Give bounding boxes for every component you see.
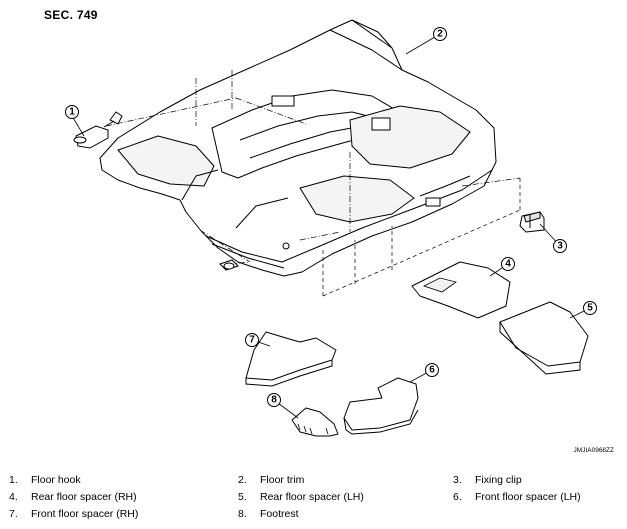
floor-hook-part: [73, 111, 123, 149]
legend-number: 5.: [238, 491, 247, 503]
callout-7: 7: [245, 333, 259, 347]
rear-floor-spacer-rh-part: [411, 261, 511, 319]
callout-2-circle: [433, 27, 447, 41]
rear-floor-spacer-rh-recess: [422, 277, 457, 293]
parts-legend: 1.Floor hook 2.Floor trim 3.Fixing clip …: [0, 470, 627, 526]
callout-1-number: 1: [69, 107, 75, 118]
legend-number: 4.: [9, 491, 18, 503]
callout-8-number: 8: [271, 395, 277, 406]
callout-6-circle: [425, 363, 439, 377]
callout-4-circle: [501, 257, 515, 271]
callout-4: 4: [501, 257, 515, 271]
callout-4-number: 4: [505, 259, 511, 270]
figure-reference: JMJIA0968ZZ: [574, 447, 614, 454]
callout-5: 5: [583, 301, 597, 315]
legend-number: 6.: [453, 491, 462, 503]
legend-item-4: 4. Rear floor spacer (RH): [9, 491, 137, 503]
callout-2: 2: [433, 27, 447, 41]
callout-8-circle: [267, 393, 281, 407]
callout-6: 6: [425, 363, 439, 377]
footrest-detail: [297, 423, 329, 435]
legend-item-6: 6. Front floor spacer (LH): [453, 491, 581, 503]
rear-floor-spacer-lh-edge: [499, 322, 581, 375]
callout-8: 8: [267, 393, 281, 407]
callout-1: 1: [65, 105, 79, 119]
callout-1-circle: [65, 105, 79, 119]
callout-7-circle: [245, 333, 259, 347]
projection-lines: [322, 178, 521, 297]
legend-number: 7.: [9, 508, 18, 520]
fixing-clip-part: [519, 211, 545, 233]
legend-label: Footrest: [260, 508, 299, 520]
callout-5-circle: [583, 301, 597, 315]
legend-item-8: 8. Footrest: [238, 508, 299, 520]
legend-label: Floor hook: [31, 474, 81, 486]
rear-floor-spacer-lh-part: [499, 301, 589, 367]
legend-label: Rear floor spacer (RH): [31, 491, 137, 503]
footrest-part: [291, 407, 339, 437]
legend-label: Floor trim: [260, 474, 305, 486]
callout-3: 3: [553, 239, 567, 253]
callout-3-circle: [553, 239, 567, 253]
legend-item-5: 5. Rear floor spacer (LH): [238, 491, 364, 503]
trim-clip-part: [219, 242, 290, 271]
legend-number: 1.: [9, 474, 18, 486]
section-title: SEC. 749: [44, 8, 98, 22]
front-floor-spacer-lh-edge: [343, 409, 419, 435]
legend-item-7: 7. Front floor spacer (RH): [9, 508, 138, 520]
legend-label: Fixing clip: [475, 474, 522, 486]
front-floor-spacer-rh-edge: [245, 360, 333, 387]
floor-trim-part: [99, 19, 497, 277]
legend-label: Rear floor spacer (LH): [260, 491, 364, 503]
callout-6-number: 6: [429, 365, 435, 376]
legend-number: 2.: [238, 474, 247, 486]
legend-label: Front floor spacer (RH): [31, 508, 139, 520]
legend-label: Front floor spacer (LH): [475, 491, 581, 503]
alignment-lines: [105, 70, 521, 265]
legend-number: 3.: [453, 474, 462, 486]
front-floor-spacer-lh-part: [343, 377, 419, 431]
callout-3-number: 3: [557, 241, 563, 252]
legend-item-3: 3. Fixing clip: [453, 474, 522, 486]
front-floor-spacer-rh-part: [245, 331, 337, 381]
exploded-parts-diagram: 1 2 3 4 5 6 7 8 JMJIA0968ZZ: [65, 19, 614, 454]
legend-item-2: 2. Floor trim: [238, 474, 304, 486]
callout-5-number: 5: [587, 303, 593, 314]
legend-item-1: 1. Floor hook: [9, 474, 81, 486]
callout-2-number: 2: [437, 29, 443, 40]
legend-number: 8.: [238, 508, 247, 520]
callout-7-number: 7: [249, 335, 255, 346]
